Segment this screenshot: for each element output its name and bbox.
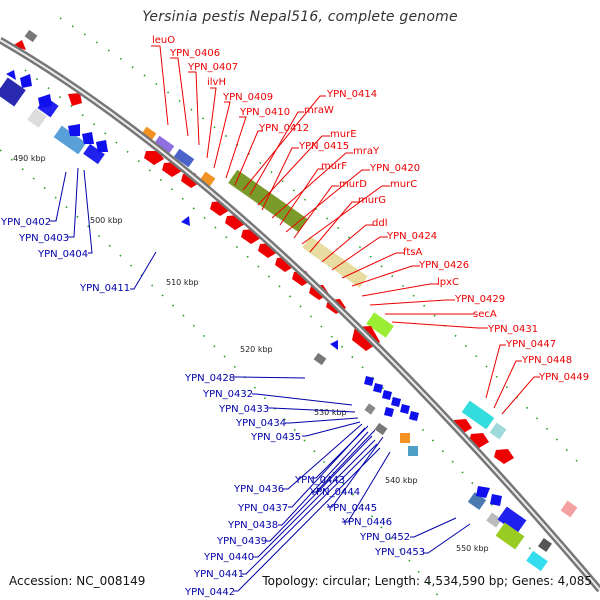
gene-label-forward[interactable]: lpxC: [437, 277, 459, 288]
forward-cds-ring: [12, 40, 507, 440]
gene-label-forward[interactable]: YPN_0426: [418, 260, 469, 271]
gene-label-forward[interactable]: leuO: [152, 35, 175, 46]
gene-label-forward[interactable]: YPN_0412: [258, 123, 309, 134]
gene-label-reverse[interactable]: YPN_0437: [237, 503, 288, 514]
gene-label-forward[interactable]: YPN_0449: [538, 372, 589, 383]
gene-label-forward[interactable]: YPN_0410: [239, 107, 290, 118]
gene-label-reverse[interactable]: YPN_0434: [235, 418, 286, 429]
gene-label-reverse[interactable]: YPN_0441: [193, 569, 244, 580]
gene-label-forward[interactable]: YPN_0447: [505, 339, 556, 350]
gene-label-reverse[interactable]: YPN_0444: [309, 487, 360, 498]
forward-leader-lines: [151, 45, 540, 415]
gene-label-reverse[interactable]: YPN_0438: [227, 520, 278, 531]
gene-label-reverse[interactable]: YPN_0428: [184, 373, 235, 384]
gene-label-reverse[interactable]: YPN_0404: [37, 249, 88, 260]
gene-label-forward[interactable]: mraW: [304, 105, 334, 116]
reverse-cds-ring: [0, 77, 548, 572]
kbp-tick-label: 490 kbp: [13, 154, 46, 163]
reverse-cds-arrows: [6, 70, 502, 506]
gene-label-forward[interactable]: YPN_0407: [187, 62, 238, 73]
gene-label-forward[interactable]: secA: [473, 309, 497, 320]
gene-label-forward[interactable]: YPN_0406: [169, 48, 220, 59]
accession-text: Accession: NC_008149: [9, 574, 146, 588]
gene-label-reverse[interactable]: YPN_0439: [216, 536, 267, 547]
gene-label-reverse[interactable]: YPN_0435: [250, 432, 301, 443]
kbp-tick-label: 500 kbp: [90, 216, 123, 225]
outer-dot-ring: [59, 17, 586, 471]
gene-label-forward[interactable]: mraY: [353, 146, 380, 157]
gene-label-reverse[interactable]: YPN_0440: [203, 552, 254, 563]
kbp-ticks: 490 kbp 500 kbp 510 kbp 520 kbp 530 kbp …: [13, 154, 489, 553]
gene-label-forward[interactable]: ilvH: [207, 77, 226, 88]
gene-label-reverse[interactable]: YPN_0446: [341, 517, 392, 528]
kbp-tick-label: 530 kbp: [314, 408, 347, 417]
forward-gene-labels: leuO YPN_0406 YPN_0407 ilvH YPN_0409 YPN…: [152, 35, 589, 383]
kbp-tick-label: 510 kbp: [166, 278, 199, 287]
gene-label-forward[interactable]: murE: [330, 129, 357, 140]
gene-label-reverse[interactable]: YPN_0445: [326, 503, 377, 514]
gene-label-forward[interactable]: YPN_0424: [386, 231, 437, 242]
misc-features-ring: [24, 29, 578, 552]
kbp-tick-label: 550 kbp: [456, 544, 489, 553]
kbp-tick-label: 520 kbp: [240, 345, 273, 354]
gene-label-forward[interactable]: YPN_0414: [326, 89, 377, 100]
map-title: Yersinia pestis Nepal516, complete genom…: [142, 9, 458, 25]
gene-label-reverse[interactable]: YPN_0432: [202, 389, 253, 400]
gene-label-forward[interactable]: murD: [339, 179, 367, 190]
reverse-gene-labels: YPN_0402 YPN_0403 YPN_0404 YPN_0411 YPN_…: [0, 217, 425, 598]
topology-text: Topology: circular; Length: 4,534,590 bp…: [262, 574, 592, 588]
gene-label-reverse[interactable]: YPN_0443: [294, 475, 345, 486]
gene-label-forward[interactable]: murC: [390, 179, 417, 190]
gene-label-forward[interactable]: murG: [358, 195, 386, 206]
gene-label-forward[interactable]: YPN_0415: [298, 141, 349, 152]
gene-label-reverse[interactable]: YPN_0453: [374, 547, 425, 558]
kbp-tick-label: 540 kbp: [385, 476, 418, 485]
gene-label-forward[interactable]: YPN_0431: [487, 324, 538, 335]
gene-label-forward[interactable]: YPN_0409: [222, 92, 273, 103]
gene-label-reverse[interactable]: YPN_0403: [18, 233, 69, 244]
gene-label-reverse[interactable]: YPN_0433: [218, 404, 269, 415]
gene-label-reverse[interactable]: YPN_0402: [0, 217, 51, 228]
gene-label-reverse[interactable]: YPN_0452: [359, 532, 410, 543]
inner-dot-ring: [0, 149, 441, 599]
gene-label-forward[interactable]: ftsA: [403, 247, 422, 258]
gene-label-forward[interactable]: YPN_0420: [369, 163, 420, 174]
gene-label-forward[interactable]: YPN_0429: [454, 294, 505, 305]
gene-label-reverse[interactable]: YPN_0436: [233, 484, 284, 495]
gene-label-forward[interactable]: YPN_0448: [521, 355, 572, 366]
gene-label-forward[interactable]: ddl: [372, 218, 387, 229]
gene-label-forward[interactable]: murF: [321, 161, 347, 172]
gene-label-reverse[interactable]: YPN_0442: [184, 587, 235, 598]
gene-label-reverse[interactable]: YPN_0411: [79, 283, 130, 294]
reverse-leader-lines: [50, 167, 471, 592]
